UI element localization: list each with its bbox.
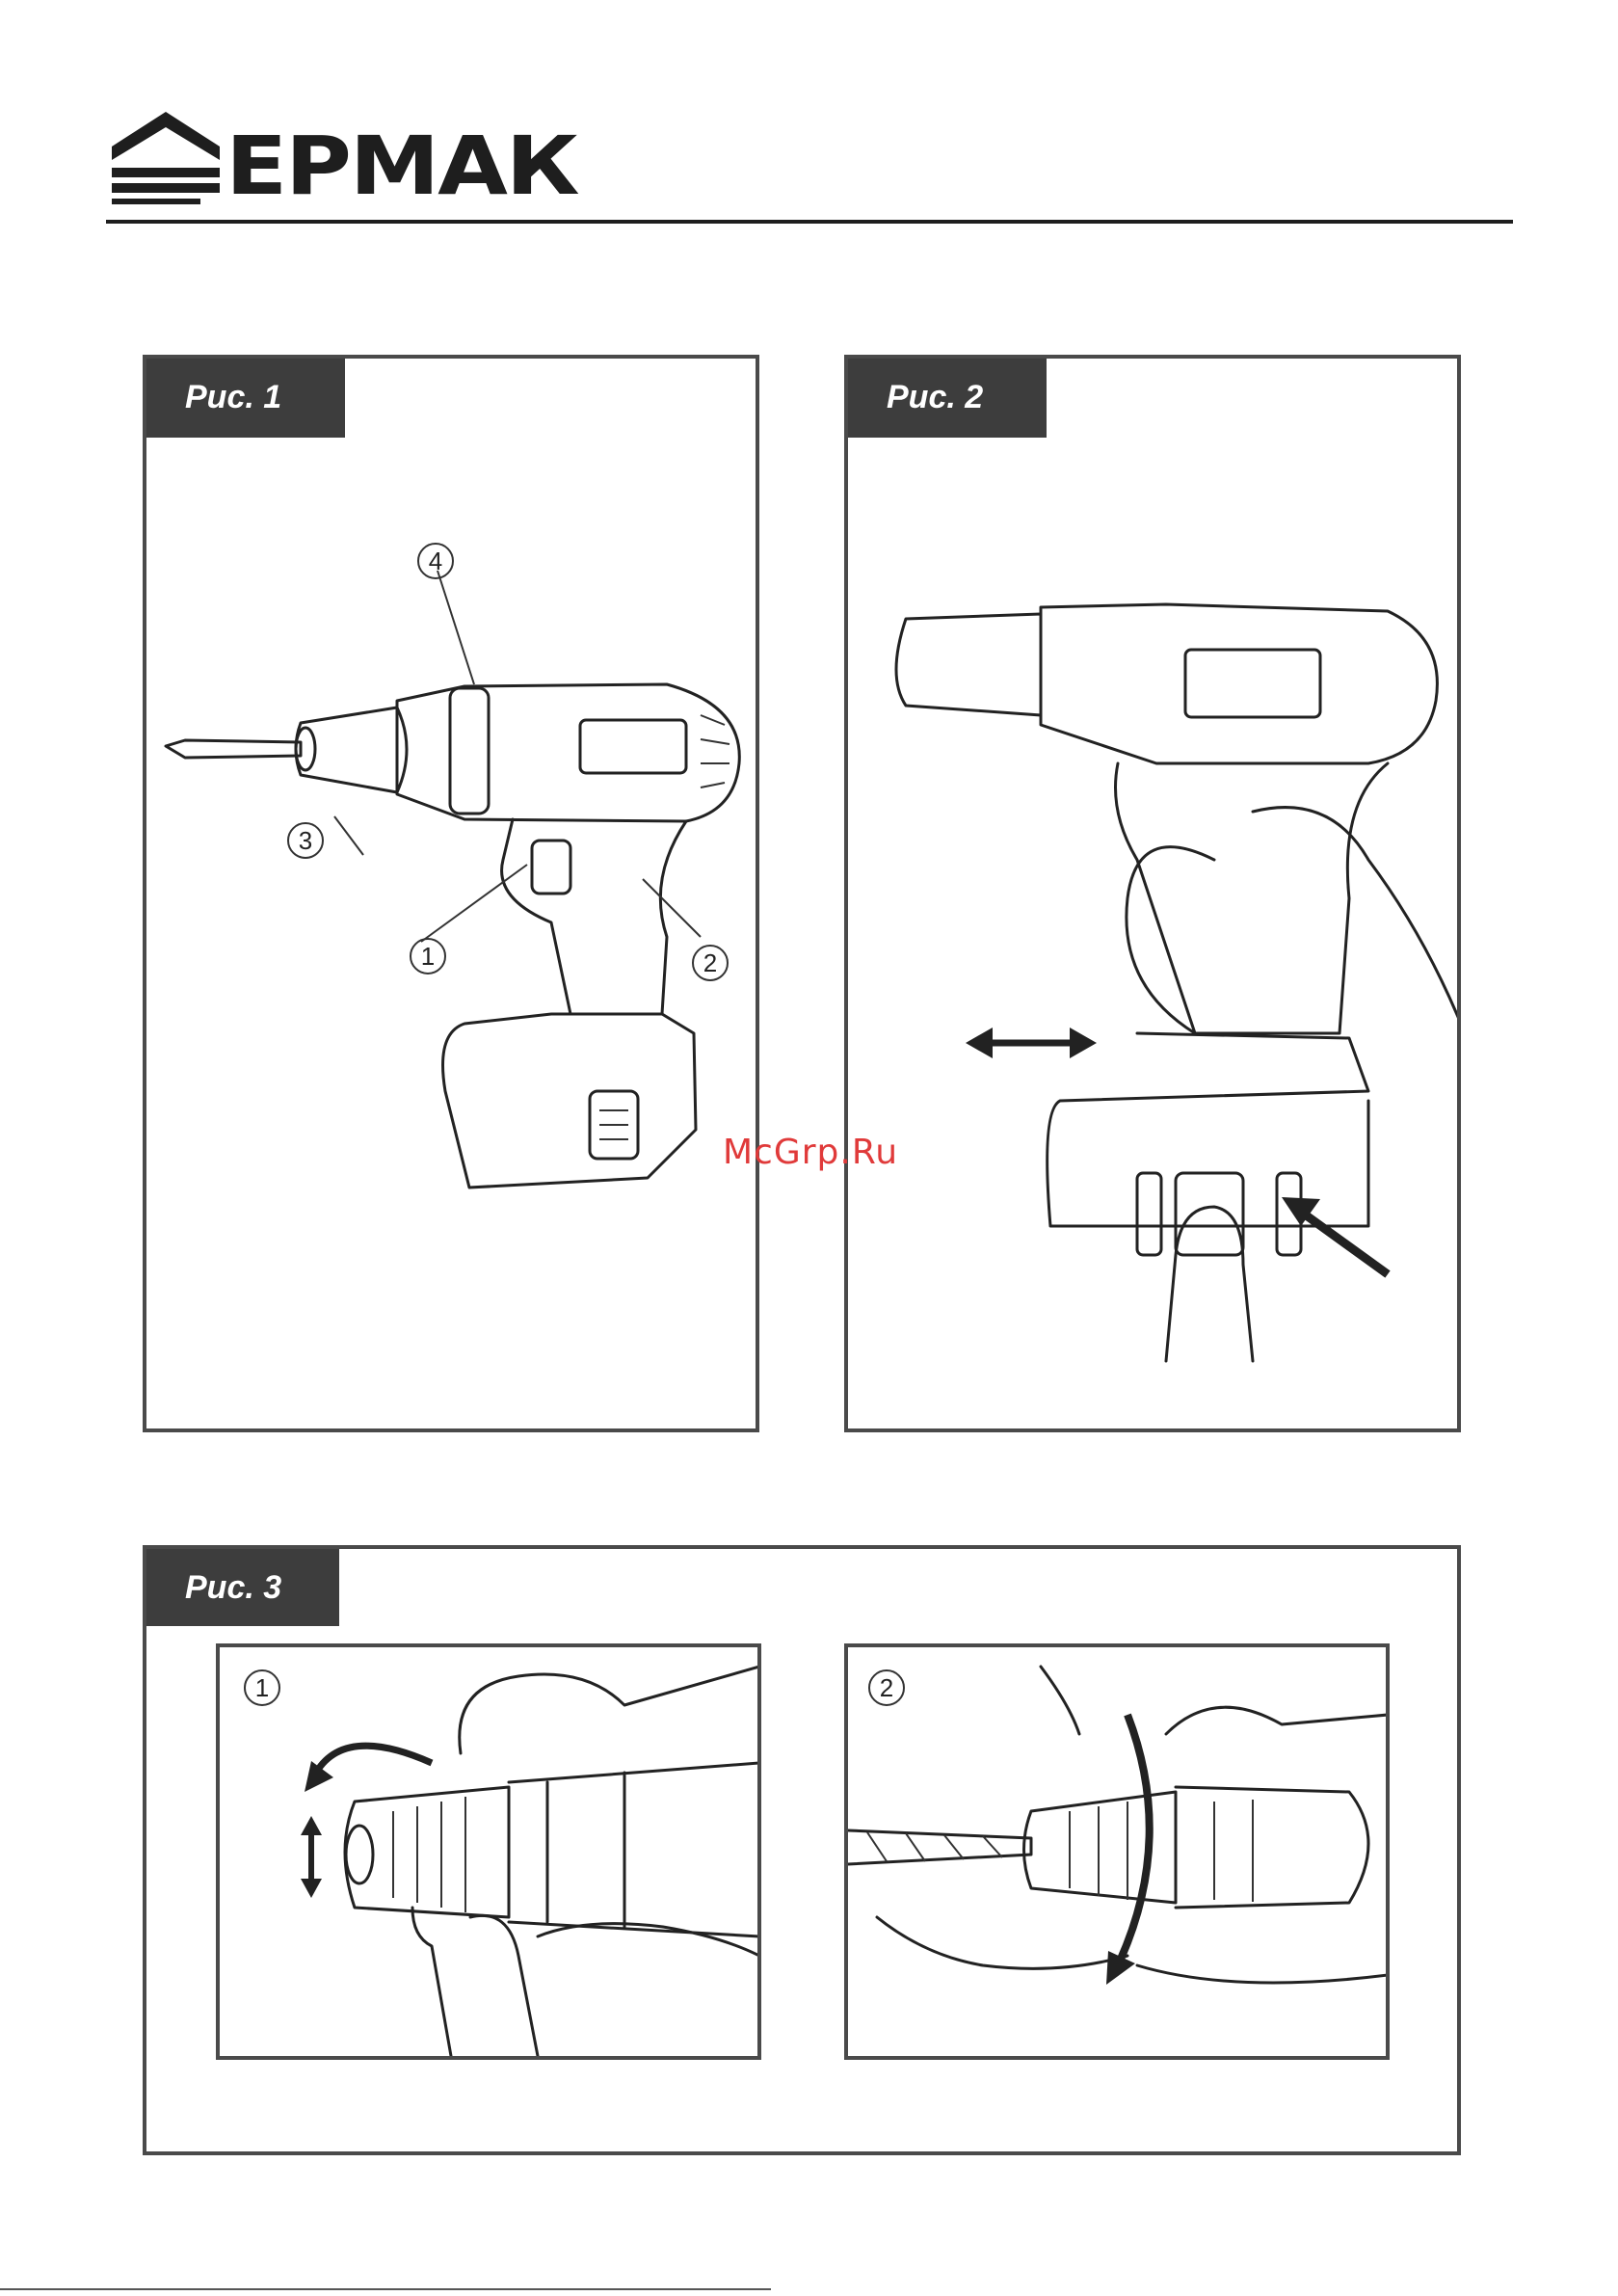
- drill-body-icon: [397, 684, 739, 821]
- figure-1-frame: Рис. 1 4 3 1 2: [143, 355, 759, 1432]
- chuck-icon: [345, 1787, 509, 1917]
- brand-name: ЕРМАК: [225, 125, 577, 206]
- drill-body-icon: [1176, 1787, 1368, 1908]
- brand-logo: ЕРМАК: [108, 108, 561, 204]
- slide-direction-arrow-icon: [966, 1028, 1097, 1058]
- battery-pack-icon: [443, 1014, 697, 1188]
- drill-bit-icon: [848, 1830, 1031, 1864]
- drill-bit-icon: [166, 740, 301, 758]
- chuck-icon: [1024, 1792, 1177, 1903]
- panel-2-number: 2: [869, 1670, 904, 1705]
- chuck-icon: [896, 614, 1041, 715]
- figure-3-frame: Рис. 3 1 2: [143, 1545, 1461, 2155]
- rotation-arrow-icon: [316, 1746, 432, 1773]
- battery-pack-icon: [1048, 1033, 1368, 1226]
- callout-1-leader: [421, 865, 527, 942]
- drill-handle-icon: [1116, 763, 1389, 1033]
- svg-text:3: 3: [299, 826, 312, 855]
- chuck-icon: [296, 707, 407, 792]
- footer-rule: [0, 2288, 771, 2290]
- jaw-direction-arrow-icon: [301, 1816, 322, 1898]
- figure-3-panel-1: 1: [216, 1643, 761, 2060]
- logo-mark-icon: [108, 108, 224, 204]
- svg-text:4: 4: [429, 547, 442, 575]
- chuck-tightening-illustration: 2: [848, 1647, 1386, 2056]
- callout-4-leader: [438, 571, 474, 684]
- battery-removal-illustration: [848, 359, 1457, 1428]
- svg-text:2: 2: [880, 1673, 893, 1702]
- drill-body-icon: [509, 1763, 757, 1936]
- svg-text:2: 2: [703, 948, 717, 977]
- upper-hand-icon: [460, 1667, 757, 1753]
- callout-2-leader: [643, 879, 701, 937]
- header-rule: [106, 220, 1513, 224]
- drill-parts-illustration: 4 3 1 2: [146, 359, 756, 1428]
- panel-1-number: 1: [245, 1670, 279, 1705]
- figure-3-panel-2: 2: [844, 1643, 1390, 2060]
- callout-3: 3: [288, 823, 323, 858]
- svg-text:1: 1: [421, 942, 435, 971]
- drill-handle-icon: [502, 819, 686, 1014]
- callout-4: 4: [418, 544, 453, 578]
- lower-hand-icon: [412, 1908, 757, 2056]
- rotation-arrow-icon: [1118, 1715, 1150, 1965]
- callout-2: 2: [693, 946, 728, 980]
- callout-1: 1: [411, 939, 445, 974]
- upper-hand-icon: [1041, 1667, 1386, 1734]
- chuck-opening-illustration: 1: [220, 1647, 757, 2056]
- svg-text:1: 1: [255, 1673, 269, 1702]
- callout-3-leader: [334, 816, 363, 855]
- drill-body-icon: [1041, 604, 1437, 763]
- press-direction-arrow-icon: [1282, 1197, 1388, 1274]
- figure-3-label: Рис. 3: [146, 1549, 339, 1626]
- thumb-icon: [1166, 1207, 1253, 1361]
- figure-2-frame: Рис. 2: [844, 355, 1461, 1432]
- watermark: McGrp.Ru: [723, 1133, 898, 1172]
- hand-icon: [1127, 808, 1457, 1033]
